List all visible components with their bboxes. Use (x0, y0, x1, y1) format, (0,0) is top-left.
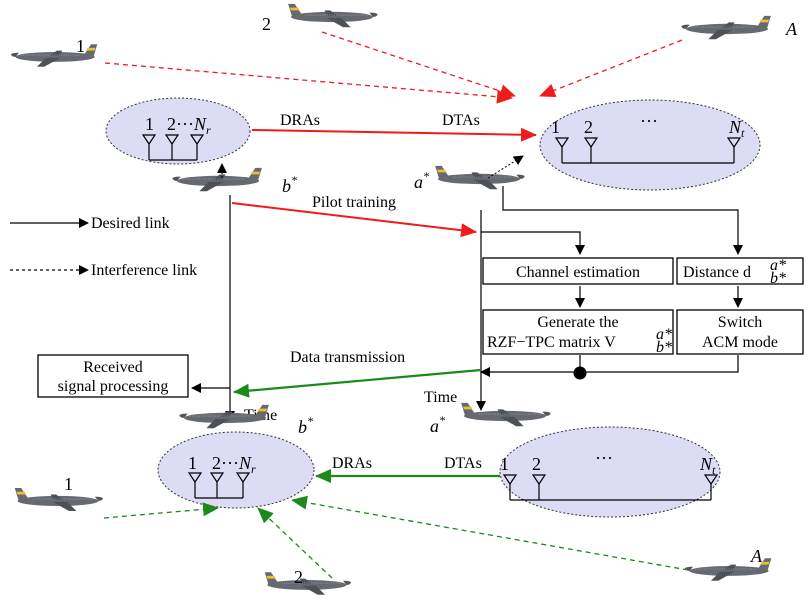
junction-dot (573, 366, 587, 380)
aircraft-a-star-top: a* (414, 165, 526, 192)
svg-text:RZF−TPC matrix V: RZF−TPC matrix V (487, 334, 616, 351)
svg-text:Generate the: Generate the (537, 314, 618, 331)
a-star-bottom-label: a* (430, 413, 445, 436)
b-star-top-label: b* (282, 173, 297, 196)
process-flow-lines (480, 186, 743, 377)
svg-text:b*: b* (656, 339, 672, 356)
interference-arrows-bottom (103, 495, 689, 579)
legend: Desired link Interference link (10, 215, 197, 279)
dra-top-2-nr: 2···Nr (167, 114, 211, 137)
legend-interference-label: Interference link (91, 262, 197, 279)
a-star-dotted-link (487, 155, 524, 179)
aircraft-top-2: 2 (262, 3, 379, 34)
switch-acm-box: Switch ACM mode (676, 309, 804, 355)
channel-estimation-box: Channel estimation (482, 257, 674, 285)
aircraft-bottom-1-label: 1 (64, 474, 73, 494)
aircraft-top-A-label: A (785, 19, 798, 39)
aircraft-bottom-A: A (684, 546, 772, 582)
dras-bottom-label: DRAs (332, 455, 372, 472)
red-interference-arrow-A (539, 39, 683, 98)
dta-top-1: 1 (551, 117, 560, 137)
aircraft-top-1: 1 (10, 36, 98, 68)
red-interference-arrow-2 (321, 31, 516, 98)
dra-bottom-1: 1 (188, 453, 197, 473)
dta-top-nt: Nt (728, 117, 745, 140)
svg-text:a*: a* (770, 257, 786, 274)
data-transmission-arrow (233, 368, 482, 398)
pilot-training-arrow (231, 202, 477, 238)
dta-bottom-nt: Nt (699, 454, 716, 477)
distance-box: Distance d a* b* (676, 257, 804, 287)
svg-text:b*: b* (770, 270, 786, 287)
dra-bottom-2-nr: 2···Nr (212, 453, 256, 476)
green-interference-arrow-1 (103, 502, 219, 519)
aircraft-bottom-2-label: 2 (294, 567, 303, 587)
svg-text:signal processing: signal processing (58, 378, 169, 395)
dta-array-top: 1 2 ··· Nt (539, 99, 761, 191)
red-desired-link-top (251, 127, 537, 142)
aircraft-a-star-bottom: a* (430, 402, 552, 436)
aircraft-bottom-1: 1 (14, 474, 104, 512)
svg-text:Switch: Switch (718, 314, 762, 331)
dta-bottom-2: 2 (532, 454, 541, 474)
dra-array-bottom: 1 2···Nr (157, 431, 315, 509)
aircraft-top-A: A (680, 15, 798, 40)
dta-bottom-dots: ··· (595, 448, 613, 468)
interference-arrows-top (104, 31, 683, 104)
dta-top-2: 2 (584, 117, 593, 137)
dras-top-label: DRAs (280, 112, 320, 129)
aircraft-top-1-label: 1 (76, 36, 85, 56)
dta-array-bottom: 1 2 ··· Nt (499, 426, 721, 518)
dtas-bottom-label: DTAs (444, 455, 482, 472)
dra-array-top: 1 2···Nr (105, 97, 251, 165)
pilot-training-label: Pilot training (312, 194, 396, 211)
dta-bottom-1: 1 (500, 454, 509, 474)
aircraft-top-2-label: 2 (262, 14, 271, 34)
svg-text:ACM mode: ACM mode (702, 334, 778, 351)
aircraft-bottom-A-label: A (750, 546, 763, 566)
dra-top-1: 1 (145, 114, 154, 134)
time-right-label: Time (424, 389, 457, 406)
a-star-top-label: a* (414, 169, 429, 192)
aircraft-b-star-top: b* (171, 167, 297, 196)
dta-top-dots: ··· (640, 111, 658, 131)
legend-desired-label: Desired link (91, 215, 170, 232)
svg-text:Distance d: Distance d (683, 264, 751, 281)
green-interference-arrow-A (291, 495, 689, 571)
data-transmission-label: Data transmission (290, 349, 405, 366)
svg-text:a*: a* (656, 326, 672, 343)
received-signal-box: Received signal processing (37, 354, 189, 398)
b-star-bottom-label: b* (298, 414, 313, 437)
red-interference-arrow-1 (104, 62, 513, 104)
dtas-top-label: DTAs (442, 112, 480, 129)
svg-text:Received: Received (83, 359, 143, 376)
green-interference-arrow-2 (257, 507, 333, 579)
svg-text:Channel estimation: Channel estimation (516, 264, 640, 281)
aircraft-bottom-2: 2 (264, 567, 352, 596)
generate-rzf-box: Generate the RZF−TPC matrix V a* b* (482, 309, 674, 356)
